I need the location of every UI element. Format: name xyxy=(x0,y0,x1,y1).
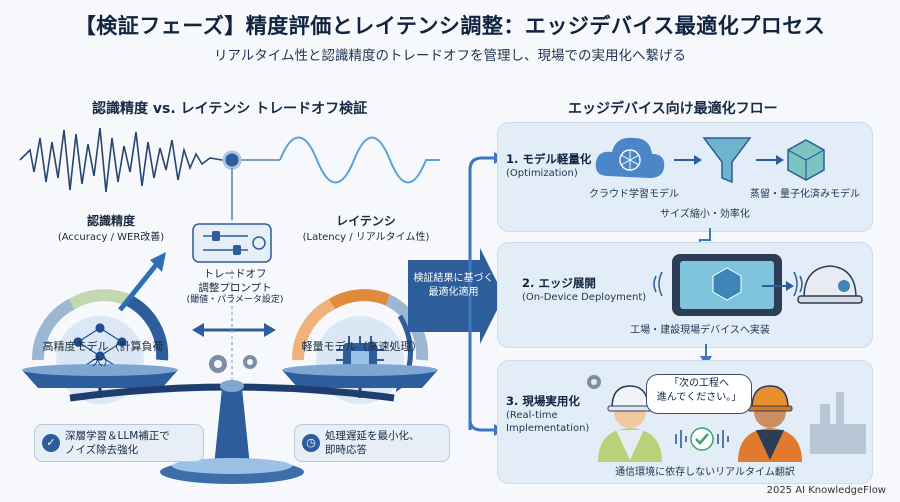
factory-icon xyxy=(810,392,866,454)
step2-heading: 2. エッジ展開 (On-Device Deployment) xyxy=(522,276,646,304)
flow-arrow-line2: 最適化適用 xyxy=(428,286,479,298)
step3-title: 3. 現場実用化 xyxy=(506,394,580,408)
clock-icon: ◷ xyxy=(302,434,320,453)
speech-line1: 「次の工程へ xyxy=(669,378,729,389)
noisy-waveform-icon xyxy=(19,127,223,193)
gears-icon xyxy=(209,355,257,373)
funnel-icon xyxy=(702,137,752,184)
right-feature-badge: ◷ 処理遅延を最小化、 即時応答 xyxy=(294,424,450,463)
balance-double-arrow-icon xyxy=(192,323,276,337)
step3-subtitle-2: Implementation) xyxy=(506,422,590,434)
page-subtitle: リアルタイム性と認識精度のトレードオフを管理し、現場での実用化へ繋げる xyxy=(213,48,687,64)
step2-graphics xyxy=(653,254,863,316)
step2-title: 2. エッジ展開 xyxy=(522,276,596,290)
tradeoff-line3: (閾値・パラメータ設定) xyxy=(186,295,284,306)
model-cube-icon xyxy=(787,139,825,181)
tradeoff-line2: 調整プロンプト xyxy=(198,281,272,294)
step1-caption: サイズ縮小・効率化 xyxy=(660,209,750,220)
distilled-model-label: 蒸留・量子化済みモデル xyxy=(750,189,860,200)
right-badge-line2: 即時応答 xyxy=(325,444,367,457)
tablet-device-icon xyxy=(672,254,782,316)
flow-arrow-label: 検証結果に基づく 最適化適用 xyxy=(411,272,496,299)
slider-control-icon xyxy=(192,223,272,263)
tradeoff-line1: トレードオフ xyxy=(203,268,267,280)
left-badge-line1: 深層学習＆LLM補正で xyxy=(65,430,170,442)
latency-title-text: レイテンシ xyxy=(336,214,396,228)
cloud-icon xyxy=(595,137,665,178)
high-accuracy-model-label: 高精度モデル（計算負荷大） xyxy=(42,340,164,368)
latency-subtitle: (Latency / リアルタイム性) xyxy=(302,231,430,243)
step3-subtitle-1: (Real-time xyxy=(506,409,558,421)
page-title: 【検証フェーズ】精度評価とレイテンシ調整：エッジデバイス最適化プロセス xyxy=(74,14,826,38)
step1-subtitle: (Optimization) xyxy=(506,167,578,179)
cloud-model-label: クラウド学習モデル xyxy=(589,189,679,200)
right-section-heading: エッジデバイス向け最適化フロー xyxy=(568,101,778,117)
footer-credit: 2025 AI KnowledgeFlow xyxy=(766,485,886,496)
speech-bubble: 「次の工程へ 進んでください。」 xyxy=(646,374,752,414)
step3-heading: 3. 現場実用化 (Real-time Implementation) xyxy=(506,394,589,435)
step1-graphics xyxy=(595,137,825,184)
flow-arrow-line1: 検証結果に基づく xyxy=(413,273,494,284)
left-feature-badge: ✓ 深層学習＆LLM補正で ノイズ除去強化 xyxy=(34,424,204,463)
gear-small-icon xyxy=(587,375,601,389)
step3-graphics xyxy=(587,375,866,462)
checkmark-circle-icon xyxy=(690,427,714,451)
tradeoff-illustration xyxy=(19,127,440,484)
rising-arrow-icon xyxy=(118,258,162,312)
light-model-label: 軽量モデル（高速処理） xyxy=(301,340,423,353)
signal-node-icon xyxy=(222,150,242,170)
speech-line2: 進んでください。」 xyxy=(656,391,742,403)
tradeoff-label: トレードオフ 調整プロンプト (閾値・パラメータ設定) xyxy=(181,268,289,307)
step1-title: 1. モデル軽量化 xyxy=(506,152,592,166)
step3-caption: 通信環境に依存しないリアルタイム翻訳 xyxy=(615,467,795,478)
clean-waveform-icon xyxy=(279,136,440,184)
step1-heading: 1. モデル軽量化 (Optimization) xyxy=(506,152,591,180)
check-icon: ✓ xyxy=(42,434,60,453)
worker-right-icon xyxy=(738,385,802,462)
step2-subtitle: (On-Device Deployment) xyxy=(522,291,647,303)
left-badge-line2: ノイズ除去強化 xyxy=(65,444,139,457)
accuracy-title: 認識精度 (Accuracy / WER改善) xyxy=(56,213,166,245)
wifi-signal-icon xyxy=(653,271,803,297)
hardhat-icon xyxy=(797,265,863,304)
accuracy-title-text: 認識精度 xyxy=(86,214,135,228)
worker-left-icon xyxy=(598,385,662,462)
step2-caption: 工場・建設現場デバイスへ実装 xyxy=(630,325,770,336)
accuracy-subtitle: (Accuracy / WER改善) xyxy=(57,231,165,243)
flow-arrow-icon xyxy=(408,248,504,344)
right-badge-line1: 処理遅延を最小化、 xyxy=(325,430,420,442)
latency-title: レイテンシ (Latency / リアルタイム性) xyxy=(286,213,446,245)
balance-scale-icon xyxy=(22,364,438,484)
left-section-heading: 認識精度 vs. レイテンシ トレードオフ検証 xyxy=(92,101,368,117)
sound-wave-icon xyxy=(675,430,729,448)
